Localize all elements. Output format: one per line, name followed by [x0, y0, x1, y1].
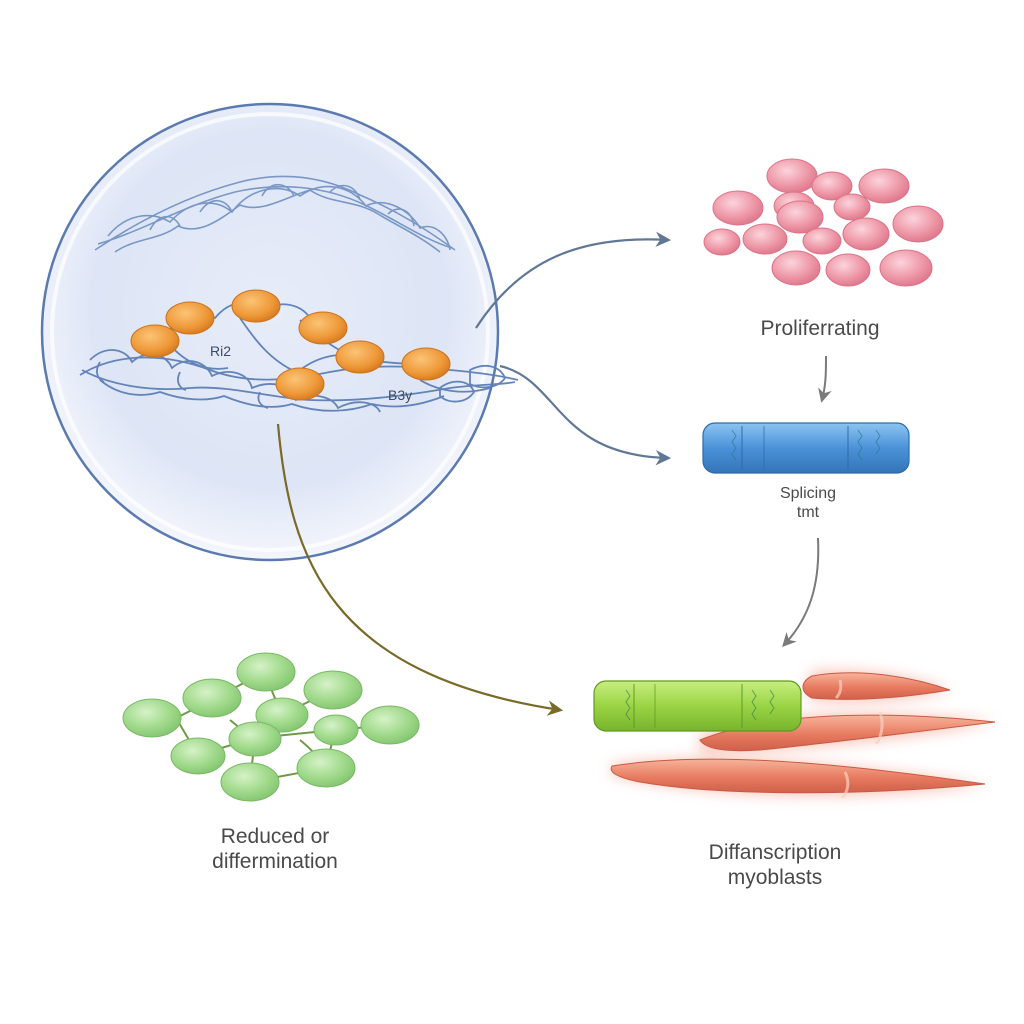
nucleus	[40, 102, 500, 562]
pink-cell	[703, 228, 741, 256]
pink-cell	[892, 205, 944, 243]
green-cell	[122, 698, 182, 738]
pink-cell	[858, 168, 910, 204]
green-cell	[360, 705, 420, 745]
proliferating-cells	[703, 158, 944, 287]
pink-cell	[811, 171, 853, 201]
nucleus-membrane	[40, 102, 500, 562]
protein-2	[231, 289, 281, 323]
pink-cell	[712, 190, 764, 226]
muscle-fiber-top	[802, 672, 951, 700]
green-cell	[236, 652, 296, 692]
arrow-splicing-to-muscle	[782, 537, 820, 648]
reduced-text-line1: Reduced or	[220, 825, 330, 848]
protein-4	[298, 311, 348, 345]
protein-5	[335, 340, 385, 374]
pink-cell	[766, 158, 818, 194]
pink-cell	[802, 227, 842, 255]
protein-3	[130, 324, 180, 358]
pink-cell	[833, 193, 871, 221]
green-cell	[313, 714, 359, 746]
green-cell	[296, 748, 356, 788]
lower-chromatin	[79, 302, 519, 413]
chromatin-tag-right: B3y	[388, 387, 412, 403]
nucleus-inner-ring	[50, 112, 490, 552]
green-cell	[228, 721, 282, 757]
splicing-text-line1: Splicing	[779, 485, 837, 502]
green-cell	[255, 697, 309, 733]
protein-7	[275, 367, 325, 401]
reduced-differentiation-cluster	[122, 652, 420, 802]
proliferating-label: Proliferrating	[700, 316, 940, 341]
green-myoblast	[593, 680, 802, 732]
green-cell	[220, 762, 280, 802]
green-cell	[182, 678, 242, 718]
pink-cell	[842, 217, 890, 251]
blue-myocyte	[702, 422, 910, 474]
muscle-fiber-bottom	[610, 758, 986, 794]
arrow-to-splicing	[499, 364, 672, 466]
protein-1	[165, 301, 215, 335]
diff-text-line1: Diffanscription	[708, 841, 842, 864]
pink-cell	[776, 200, 824, 234]
diff-text-line2: myoblasts	[727, 866, 823, 890]
green-cell	[303, 670, 363, 710]
pink-cell	[825, 253, 871, 287]
proliferating-text: Proliferrating	[760, 317, 880, 340]
differentiating-cell	[593, 680, 802, 732]
pink-cell	[879, 249, 933, 287]
arrow-prolif-to-splicing	[818, 355, 832, 403]
splicing-text-line2: tmt	[796, 504, 820, 522]
upper-chromatin	[94, 175, 456, 253]
reduced-text-line2: differmination	[212, 850, 338, 874]
splicing-cell	[702, 422, 910, 474]
arrow-to-proliferating	[475, 231, 672, 329]
differentiation-label: Diffanscription myoblasts	[660, 840, 890, 890]
pink-cell	[742, 223, 788, 255]
pink-cell	[771, 250, 821, 286]
reduced-label: Reduced or differmination	[170, 824, 380, 874]
orange-proteins	[130, 289, 451, 401]
arrow-to-differentiation	[276, 423, 564, 716]
chromatin-tag-left: Ri2	[210, 343, 231, 359]
protein-6	[401, 347, 451, 381]
green-cell	[170, 737, 226, 775]
splicing-label: Splicing tmt	[730, 484, 886, 522]
